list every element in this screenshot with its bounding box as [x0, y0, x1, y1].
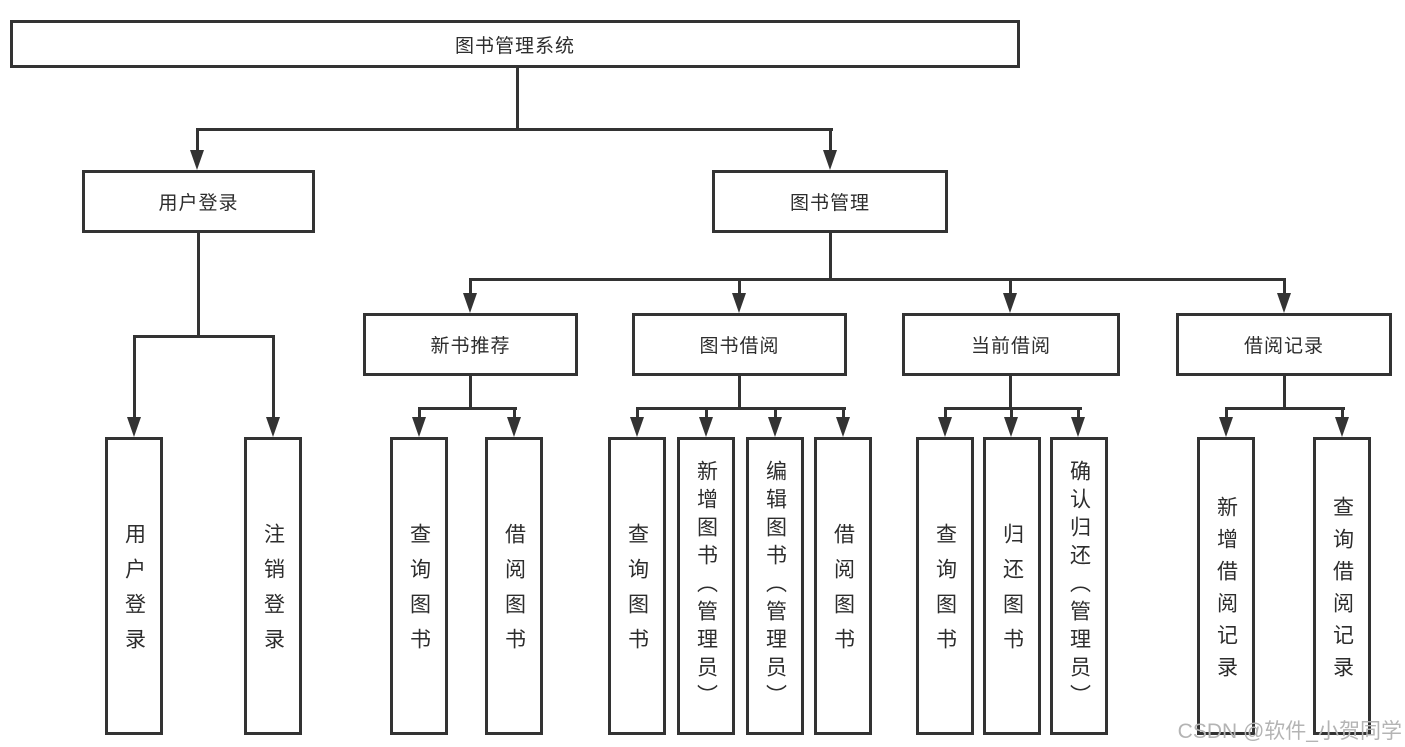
connector-line — [1225, 407, 1228, 421]
connector-line — [1283, 278, 1286, 296]
connector-line — [197, 233, 200, 338]
node-new-book-recommend: 新书推荐 — [363, 313, 578, 376]
arrow-down-icon — [1277, 293, 1291, 313]
node-leaf-user-login: 用户登录 — [105, 437, 163, 735]
connector-line — [469, 278, 472, 296]
connector-line — [944, 407, 947, 421]
connector-line — [418, 407, 517, 410]
arrow-down-icon — [507, 417, 521, 437]
connector-line — [738, 278, 741, 296]
connector-line — [636, 407, 639, 421]
node-book-management: 图书管理 — [712, 170, 948, 233]
connector-line — [272, 335, 275, 421]
connector-line — [196, 128, 833, 131]
connector-line — [133, 335, 136, 421]
connector-line — [418, 407, 421, 421]
node-leaf-query-borrow-record: 查询借阅记录 — [1313, 437, 1371, 735]
arrow-down-icon — [1004, 417, 1018, 437]
arrow-down-icon — [823, 150, 837, 170]
node-leaf-add-borrow-record: 新增借阅记录 — [1197, 437, 1255, 735]
connector-line — [196, 128, 199, 155]
node-leaf-query-book-current: 查询图书 — [916, 437, 974, 735]
connector-line — [738, 376, 741, 410]
connector-line — [516, 68, 519, 131]
node-root: 图书管理系统 — [10, 20, 1020, 68]
node-leaf-logout: 注销登录 — [244, 437, 302, 735]
arrow-down-icon — [1003, 293, 1017, 313]
connector-line — [1077, 407, 1080, 421]
arrow-down-icon — [190, 150, 204, 170]
arrow-down-icon — [463, 293, 477, 313]
arrow-down-icon — [1071, 417, 1085, 437]
connector-line — [1010, 407, 1013, 421]
node-leaf-edit-book-admin: 编辑图书（管理员） — [746, 437, 804, 735]
node-user-login: 用户登录 — [82, 170, 315, 233]
arrow-down-icon — [630, 417, 644, 437]
connector-line — [1341, 407, 1344, 421]
node-book-borrow: 图书借阅 — [632, 313, 847, 376]
connector-line — [842, 407, 845, 421]
node-leaf-query-book-recommend: 查询图书 — [390, 437, 448, 735]
arrow-down-icon — [1335, 417, 1349, 437]
arrow-down-icon — [699, 417, 713, 437]
connector-line — [944, 407, 1082, 410]
connector-line — [133, 335, 275, 338]
arrow-down-icon — [1219, 417, 1233, 437]
connector-line — [513, 407, 516, 421]
arrow-down-icon — [938, 417, 952, 437]
node-leaf-borrow-book: 借阅图书 — [814, 437, 872, 735]
node-current-borrow: 当前借阅 — [902, 313, 1120, 376]
arrow-down-icon — [768, 417, 782, 437]
connector-line — [829, 233, 832, 281]
connector-line — [1009, 278, 1012, 296]
node-leaf-query-book-borrow: 查询图书 — [608, 437, 666, 735]
node-leaf-borrow-book-recommend: 借阅图书 — [485, 437, 543, 735]
arrow-down-icon — [127, 417, 141, 437]
connector-line — [705, 407, 708, 421]
node-borrow-records: 借阅记录 — [1176, 313, 1392, 376]
connector-line — [636, 407, 846, 410]
connector-line — [829, 128, 832, 155]
connector-line — [774, 407, 777, 421]
connector-line — [1283, 376, 1286, 410]
arrow-down-icon — [732, 293, 746, 313]
connector-line — [1225, 407, 1345, 410]
node-leaf-return-book: 归还图书 — [983, 437, 1041, 735]
arrow-down-icon — [412, 417, 426, 437]
arrow-down-icon — [836, 417, 850, 437]
connector-line — [469, 278, 1286, 281]
node-leaf-confirm-return-admin: 确认归还（管理员） — [1050, 437, 1108, 735]
node-leaf-add-book-admin: 新增图书（管理员） — [677, 437, 735, 735]
arrow-down-icon — [266, 417, 280, 437]
connector-line — [469, 376, 472, 410]
watermark: CSDN @软件_小贺同学 — [1177, 720, 1402, 743]
connector-line — [1009, 376, 1012, 410]
